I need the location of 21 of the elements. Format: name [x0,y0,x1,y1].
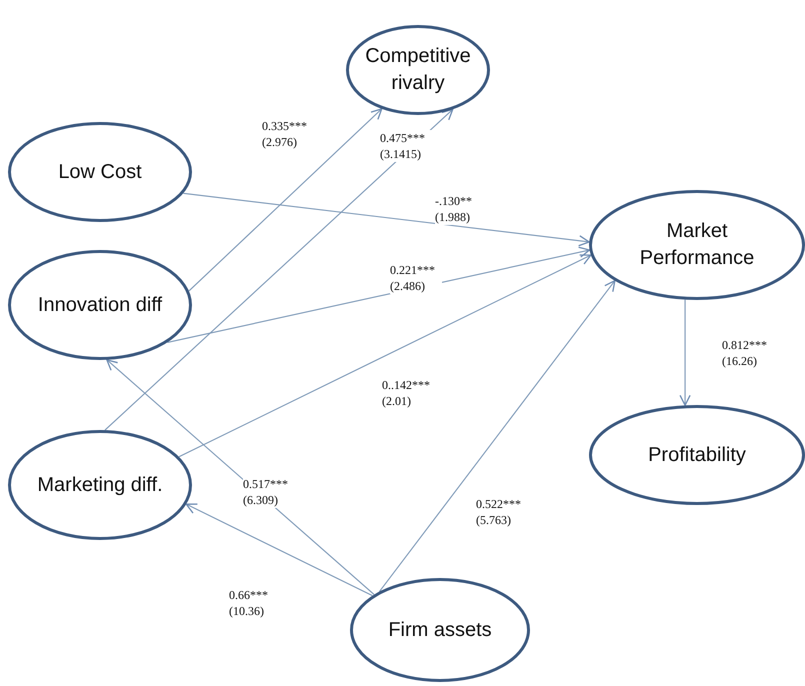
node-label: Market Performance [638,219,756,271]
arrow [186,503,373,596]
node-label: Profitability [648,442,746,468]
node-label: Marketing diff. [37,472,163,498]
node-label: Firm assets [388,618,492,642]
ellipse-node [8,250,192,360]
ellipse-node [589,190,805,300]
arrow [178,254,592,458]
ellipse-node [8,430,192,540]
node-label: Competitive rivalry [364,44,472,96]
arrow [188,108,382,292]
arrow [104,108,454,430]
ellipse-node [350,578,530,682]
ellipse-node [589,405,805,505]
ellipse-node [8,122,192,222]
arrow [379,280,616,592]
node-label: Innovation diff [38,292,162,318]
arrow [183,192,590,246]
ellipse-node [346,25,490,115]
arrow [679,300,691,406]
node-label: Low Cost [58,160,142,184]
